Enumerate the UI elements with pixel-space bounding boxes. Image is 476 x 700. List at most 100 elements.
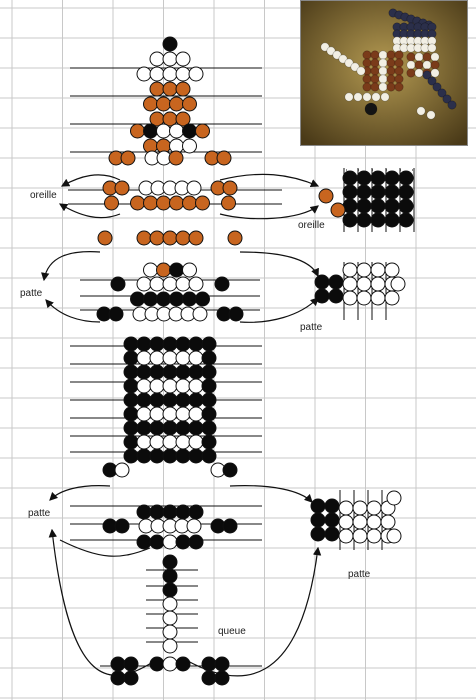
bead bbox=[149, 392, 165, 408]
bead bbox=[175, 51, 191, 67]
bead bbox=[149, 350, 165, 366]
tail-label: queue bbox=[218, 626, 246, 637]
bead bbox=[175, 336, 191, 352]
bead bbox=[182, 195, 197, 211]
bead bbox=[162, 638, 178, 654]
bead bbox=[149, 406, 165, 422]
bead bbox=[188, 406, 204, 422]
bead bbox=[156, 123, 171, 139]
photo-bead bbox=[362, 82, 372, 92]
bead bbox=[110, 670, 126, 686]
bead bbox=[123, 448, 139, 464]
bead bbox=[221, 195, 236, 211]
bead bbox=[136, 66, 152, 82]
bead bbox=[169, 123, 184, 139]
photo-bead bbox=[442, 94, 452, 104]
photo-bead bbox=[414, 68, 424, 78]
photo-bead bbox=[430, 52, 440, 62]
bead bbox=[149, 448, 165, 464]
paw-right-label-1: patte bbox=[300, 322, 323, 333]
connector bbox=[48, 528, 157, 676]
photo-bead bbox=[394, 58, 404, 68]
bead bbox=[186, 180, 202, 196]
bead bbox=[123, 378, 139, 394]
photo-bead bbox=[394, 66, 404, 76]
bead bbox=[175, 448, 191, 464]
bead bbox=[328, 288, 344, 304]
bead bbox=[370, 184, 386, 200]
bead bbox=[330, 202, 346, 218]
bead bbox=[114, 180, 130, 196]
bead bbox=[149, 51, 165, 67]
bead bbox=[195, 291, 210, 307]
bead bbox=[182, 96, 197, 112]
bead bbox=[156, 291, 171, 307]
bead bbox=[162, 534, 178, 550]
bead bbox=[162, 276, 178, 292]
bead bbox=[136, 378, 152, 394]
bead bbox=[162, 624, 178, 640]
bead bbox=[175, 350, 191, 366]
bead bbox=[175, 434, 191, 450]
paw-left-label-1: patte bbox=[20, 288, 43, 299]
connector bbox=[41, 251, 101, 282]
bead bbox=[136, 336, 152, 352]
bead bbox=[188, 434, 204, 450]
photo-bead bbox=[356, 66, 366, 76]
photo-bead bbox=[370, 50, 380, 60]
photo-bead bbox=[350, 62, 360, 72]
bead bbox=[149, 420, 165, 436]
bead bbox=[370, 198, 386, 214]
bead bbox=[188, 276, 204, 292]
bead bbox=[228, 306, 244, 322]
photo-bead bbox=[447, 100, 457, 110]
bead bbox=[175, 66, 191, 82]
bead bbox=[162, 364, 178, 380]
bead bbox=[324, 512, 340, 528]
bead bbox=[222, 180, 238, 196]
bead bbox=[168, 150, 184, 166]
connector bbox=[58, 203, 121, 219]
bead bbox=[186, 518, 202, 534]
photo-bead bbox=[338, 54, 348, 64]
photo-bead bbox=[427, 43, 437, 53]
bead bbox=[110, 276, 126, 292]
ear-right-label: oreille bbox=[298, 220, 325, 231]
bead bbox=[123, 656, 139, 672]
bead bbox=[175, 81, 191, 97]
photo-bead bbox=[370, 82, 380, 92]
bead bbox=[136, 392, 152, 408]
bead bbox=[182, 123, 197, 139]
bead bbox=[175, 364, 191, 380]
photo-bead bbox=[422, 60, 432, 70]
connector bbox=[59, 539, 151, 557]
bead bbox=[370, 170, 386, 186]
bead bbox=[188, 504, 204, 520]
bead bbox=[162, 582, 178, 598]
bead bbox=[97, 230, 113, 246]
bead bbox=[201, 670, 217, 686]
bead bbox=[342, 276, 358, 292]
bead bbox=[195, 195, 210, 211]
photo-bead bbox=[378, 82, 388, 92]
bead bbox=[338, 500, 354, 516]
bead bbox=[398, 184, 414, 200]
bead bbox=[175, 230, 191, 246]
bead bbox=[143, 262, 158, 278]
photo-bead bbox=[406, 60, 416, 70]
photo-bead bbox=[344, 92, 354, 102]
bead bbox=[162, 81, 178, 97]
photo-bead bbox=[344, 58, 354, 68]
bead bbox=[169, 291, 184, 307]
bead bbox=[169, 262, 184, 278]
bead bbox=[318, 188, 334, 204]
bead bbox=[123, 364, 139, 380]
bead bbox=[169, 96, 184, 112]
bead bbox=[370, 276, 386, 292]
paw-right-label-2: patte bbox=[348, 569, 371, 580]
bead bbox=[162, 36, 178, 52]
photo-bead bbox=[370, 66, 380, 76]
photo-bead bbox=[432, 82, 442, 92]
bead bbox=[328, 274, 344, 290]
photo-bead bbox=[427, 76, 437, 86]
